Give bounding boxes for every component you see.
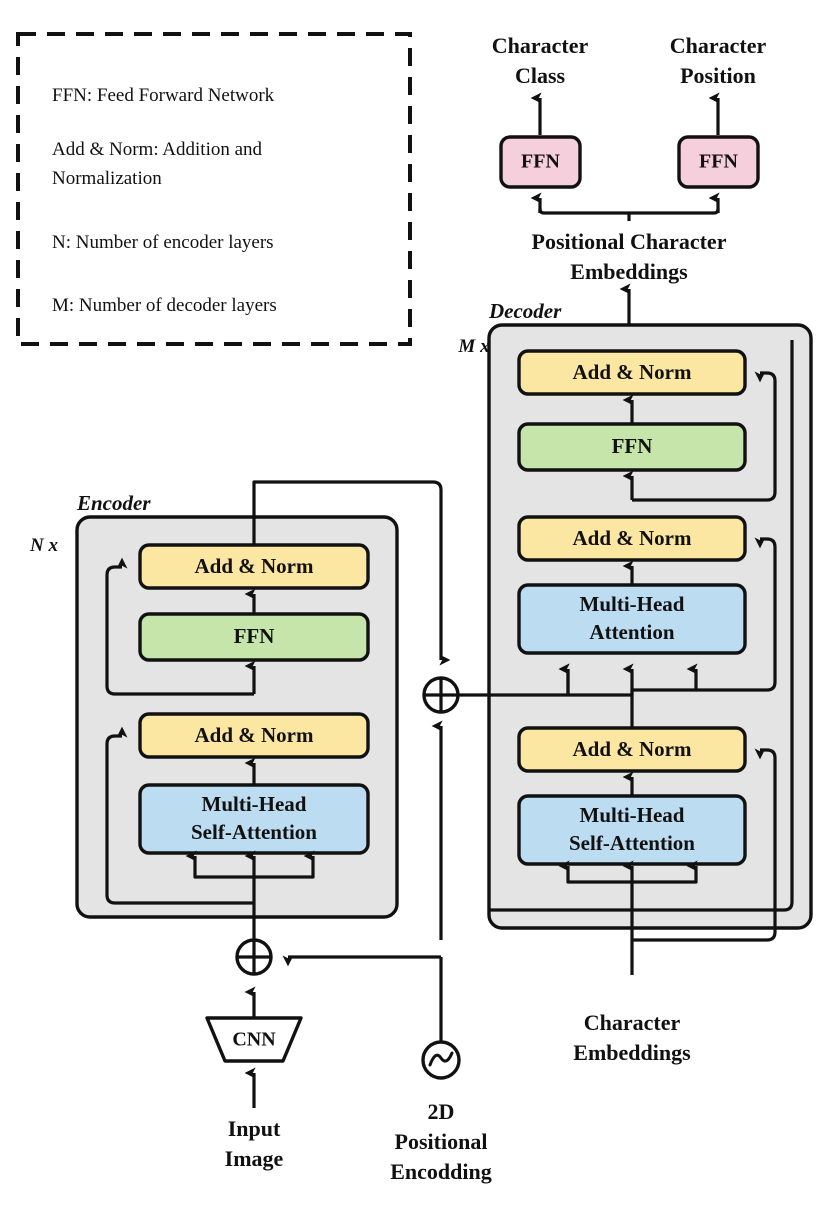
legend-entry-addnorm-line1: Add & Norm: Addition and: [52, 139, 263, 160]
ffn-character-class-label: FFN: [521, 151, 560, 173]
positional-encoding-label-line2: Positional: [395, 1129, 488, 1154]
input-section: CNN Input Image 2D Positional Encodding …: [205, 938, 691, 1184]
dec-add-norm-3-label: Add & Norm: [573, 360, 693, 384]
decoder-section: Decoder M x Add & Norm FFN Add & Norm Mu…: [441, 283, 813, 975]
decoder-repeat-label: M x: [457, 336, 490, 357]
encoder-repeat-label: N x: [29, 535, 58, 556]
positional-character-embeddings-line1: Positional Character: [532, 229, 727, 254]
enc-add-norm-1-box: [138, 712, 370, 759]
wire-dec-selfattn-q: [558, 860, 632, 884]
positional-character-embeddings-line2: Embeddings: [570, 259, 688, 284]
legend-entry-n: N: Number of encoder layers: [52, 232, 274, 253]
dec-add-norm-3-box: [517, 349, 747, 396]
positional-encoding-label-line3: Encodding: [390, 1159, 492, 1184]
enc-self-attention-label-line1: Multi-Head: [202, 792, 307, 816]
dec-add-norm-1-label: Add & Norm: [573, 737, 693, 761]
wire-dec-residual-1: [632, 748, 777, 942]
dec-add-norm-2-box: [517, 515, 747, 562]
legend-entry-m: M: Number of decoder layers: [52, 295, 277, 316]
ffn-character-class-box: [499, 135, 582, 189]
wire-enc-residual-1: [105, 726, 254, 905]
wire-dec-residual-3: [632, 371, 777, 502]
input-image-label-line2: Image: [225, 1146, 284, 1171]
character-position-label-line2: Position: [680, 63, 756, 88]
input-image-label-line1: Input: [228, 1116, 281, 1141]
output-heads: Character Class Character Position FFN F…: [492, 33, 767, 284]
enc-add-norm-1-label: Add & Norm: [195, 723, 315, 747]
legend-panel: FFN: Feed Forward Network Add & Norm: Ad…: [16, 32, 412, 346]
encoder-section: Encoder N x Add & Norm FFN Add & Norm Mu…: [29, 480, 451, 940]
legend-entry-ffn: FFN: Feed Forward Network: [52, 85, 275, 106]
wire-enc-selfattn-v: [254, 850, 315, 879]
wire-enc-residual-2: [105, 557, 254, 696]
dec-ffn-label: FFN: [612, 434, 653, 458]
character-class-label-line2: Class: [515, 63, 566, 88]
positional-encoding-label-line1: 2D: [428, 1099, 455, 1124]
sine-wave-glyph: [428, 1051, 454, 1067]
enc-add-norm-2-label: Add & Norm: [195, 554, 315, 578]
dec-cross-attention-label-line1: Multi-Head: [580, 592, 685, 616]
cnn-label: CNN: [232, 1029, 276, 1051]
character-class-label-line1: Character: [492, 33, 589, 58]
legend-border: [16, 32, 412, 346]
legend-entry-addnorm-line2: Normalization: [52, 168, 162, 189]
sum-node-encoder-memory: [422, 676, 460, 940]
dec-self-attention-label-line1: Multi-Head: [580, 803, 685, 827]
enc-ffn-label: FFN: [234, 624, 275, 648]
decoder-inner-border: [489, 340, 794, 912]
dec-self-attention-label-line2: Self-Attention: [569, 831, 695, 855]
dec-cross-attention-label-line2: Attention: [589, 620, 674, 644]
wire-enc-selfattn-q: [185, 850, 254, 879]
wire-encoder-output-to-sum: [252, 480, 451, 666]
character-embeddings-label-line2: Embeddings: [573, 1040, 691, 1065]
ffn-character-position-label: FFN: [699, 151, 738, 173]
cnn-trapezoid: [205, 1016, 303, 1063]
wire-dec-crossattn-from-addnorm1: [630, 663, 698, 707]
character-position-label-line1: Character: [670, 33, 767, 58]
dec-add-norm-2-label: Add & Norm: [573, 526, 693, 550]
ffn-character-position-box: [677, 135, 760, 189]
wire-dec-selfattn-v: [632, 860, 698, 884]
wire-dec-residual-2: [696, 537, 777, 692]
character-embeddings-label-line1: Character: [584, 1010, 681, 1035]
decoder-title: Decoder: [488, 299, 562, 323]
enc-self-attention-label-line2: Self-Attention: [191, 820, 317, 844]
encoder-title: Encoder: [76, 491, 151, 515]
